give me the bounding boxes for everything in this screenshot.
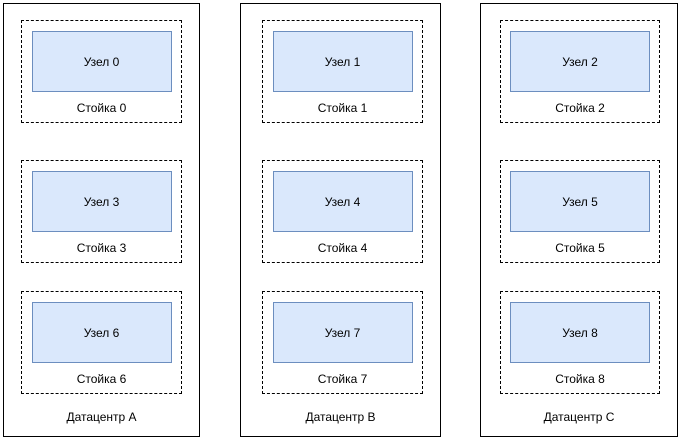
node-label: Узел 1 xyxy=(324,54,361,69)
datacenter-container-a[interactable]: Узел 0 Стойка 0 Узел 3 Стойка 3 Узел 6 С… xyxy=(3,3,200,437)
node-box-0[interactable]: Узел 0 xyxy=(31,31,172,92)
node-label: Узел 5 xyxy=(562,194,598,209)
node-box-2[interactable]: Узел 2 xyxy=(510,31,650,92)
node-box-6[interactable]: Узел 6 xyxy=(31,302,172,363)
rack-label: Стойка 7 xyxy=(317,372,368,386)
node-box-4[interactable]: Узел 4 xyxy=(272,171,413,232)
rack-label: Стойка 5 xyxy=(555,241,605,255)
datacenter-container-c[interactable]: Узел 2 Стойка 2 Узел 5 Стойка 5 Узел 8 С… xyxy=(480,3,678,437)
rack-group-2[interactable]: Узел 2 Стойка 2 xyxy=(500,20,660,123)
datacenter-label-a: Датацентр A xyxy=(66,410,137,424)
datacenter-container-b[interactable]: Узел 1 Стойка 1 Узел 4 Стойка 4 Узел 7 С… xyxy=(240,3,441,437)
rack-group-0[interactable]: Узел 0 Стойка 0 xyxy=(21,20,182,123)
rack-group-3[interactable]: Узел 3 Стойка 3 xyxy=(21,160,182,263)
node-box-1[interactable]: Узел 1 xyxy=(272,31,413,92)
node-box-7[interactable]: Узел 7 xyxy=(272,302,413,363)
node-box-8[interactable]: Узел 8 xyxy=(510,302,650,363)
rack-label: Стойка 3 xyxy=(76,241,127,255)
rack-group-8[interactable]: Узел 8 Стойка 8 xyxy=(500,291,660,394)
rack-label: Стойка 4 xyxy=(317,241,368,255)
datacenter-label-c: Датацентр C xyxy=(543,410,615,424)
node-label: Узел 7 xyxy=(324,325,361,340)
rack-label: Стойка 1 xyxy=(317,101,368,115)
rack-group-6[interactable]: Узел 6 Стойка 6 xyxy=(21,291,182,394)
rack-label: Стойка 2 xyxy=(555,101,605,115)
node-label: Узел 4 xyxy=(324,194,361,209)
node-label: Узел 0 xyxy=(83,54,120,69)
node-label: Узел 3 xyxy=(83,194,120,209)
rack-group-7[interactable]: Узел 7 Стойка 7 xyxy=(262,291,423,394)
node-label: Узел 8 xyxy=(562,325,598,340)
rack-group-1[interactable]: Узел 1 Стойка 1 xyxy=(262,20,423,123)
node-box-3[interactable]: Узел 3 xyxy=(31,171,172,232)
node-box-5[interactable]: Узел 5 xyxy=(510,171,650,232)
rack-label: Стойка 6 xyxy=(76,372,127,386)
node-label: Узел 2 xyxy=(562,54,598,69)
rack-label: Стойка 8 xyxy=(555,372,605,386)
rack-group-4[interactable]: Узел 4 Стойка 4 xyxy=(262,160,423,263)
rack-label: Стойка 0 xyxy=(76,101,127,115)
rack-group-5[interactable]: Узел 5 Стойка 5 xyxy=(500,160,660,263)
node-label: Узел 6 xyxy=(83,325,120,340)
datacenter-label-b: Датацентр B xyxy=(305,410,376,424)
